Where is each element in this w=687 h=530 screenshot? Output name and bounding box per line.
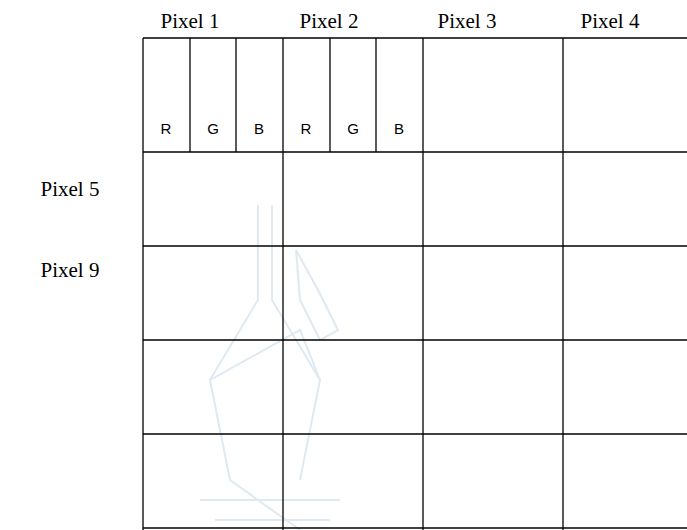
row-label: Pixel 5 [41,179,100,200]
column-label: Pixel 4 [581,11,640,32]
grid-line [282,38,283,530]
column-label: Pixel 3 [438,11,497,32]
watermark-line [210,205,300,530]
grid-line [422,38,423,530]
column-label: Pixel 1 [161,11,220,32]
grid-lines [143,38,687,530]
subpixel-label: R [161,121,172,136]
subpixel-line [329,38,330,152]
subpixel-line [375,38,376,152]
grid-line [143,151,687,152]
watermark-line [210,330,320,380]
subpixel-label: B [394,121,404,136]
subpixel-label: G [347,121,359,136]
column-label: Pixel 2 [300,11,359,32]
subpixel-line [235,38,236,152]
grid-line [143,245,687,246]
subpixel-label: B [254,121,264,136]
subpixel-line [189,38,190,152]
grid-line [143,37,687,38]
grid-line [143,527,687,528]
grid-line [143,433,687,434]
grid-line [562,38,563,530]
subpixel-label: R [301,121,312,136]
watermark-line [296,250,338,340]
watermark [200,205,340,530]
subpixel-label: G [207,121,219,136]
grid-line [143,339,687,340]
row-label: Pixel 9 [41,260,100,281]
watermark-line [200,500,340,520]
grid-line [142,38,143,530]
